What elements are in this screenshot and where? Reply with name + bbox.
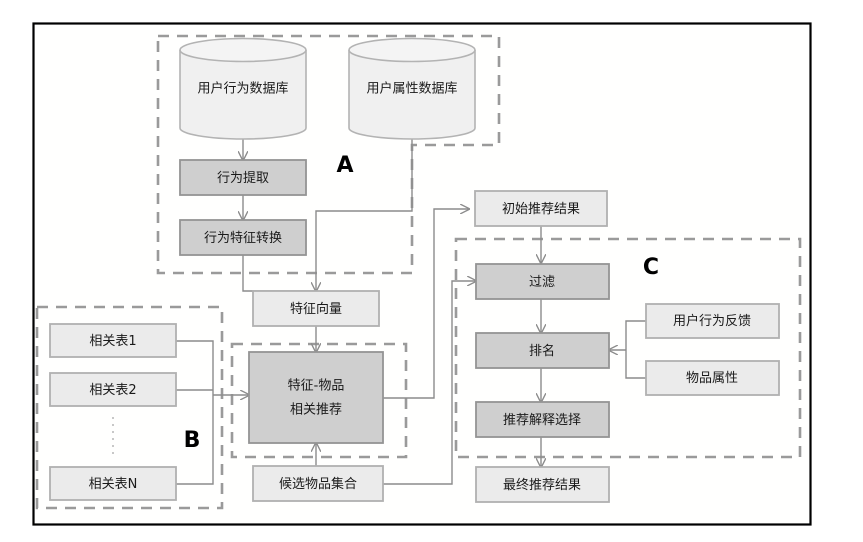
node-label-filter: 过滤: [529, 275, 555, 290]
node-label-recommender-line1: 特征-物品: [288, 379, 345, 394]
node-relation-table-2[interactable]: 相关表2: [49, 372, 177, 407]
node-explain-select[interactable]: 推荐解释选择: [475, 401, 610, 438]
edge-recommender-to-initialresult: [383, 209, 469, 399]
node-final-result[interactable]: 最终推荐结果: [475, 466, 610, 503]
node-item-attributes[interactable]: 物品属性: [645, 360, 780, 396]
edge-profiledb-to-featurevector: [316, 139, 413, 291]
group-box-b: [35, 305, 224, 510]
node-label-ranking: 排名: [529, 343, 555, 359]
edge-relationtable1-to-bus: [176, 340, 214, 395]
node-label-feature-vector: 特征向量: [290, 301, 342, 317]
connectors: [176, 139, 646, 485]
group-box-c: [454, 237, 802, 459]
node-label-user-behavior-db: 用户行为数据库: [197, 81, 288, 97]
node-label-recommender-line2: 相关推荐: [290, 403, 342, 418]
node-user-behavior-db[interactable]: 用户行为数据库: [179, 37, 307, 140]
edge-itemattrs-to-ranking-bus: [625, 350, 646, 379]
node-label-behavior-transform: 行为特征转换: [204, 231, 282, 246]
node-feature-vector[interactable]: 特征向量: [252, 290, 380, 327]
node-behavior-extract[interactable]: 行为提取: [179, 159, 307, 196]
node-candidate-items[interactable]: 候选物品集合: [252, 465, 384, 502]
node-relation-table-n[interactable]: 相关表N: [49, 466, 177, 501]
node-label-explain-select: 推荐解释选择: [503, 413, 581, 428]
edge-candidates-to-filter: [383, 281, 476, 485]
node-label-final-result: 最终推荐结果: [503, 477, 581, 493]
group-label-b: B: [184, 428, 201, 453]
node-label-relation-table-n: 相关表N: [89, 477, 138, 492]
node-label-behavior-extract: 行为提取: [217, 170, 269, 186]
node-user-feedback[interactable]: 用户行为反馈: [645, 303, 780, 339]
node-label-relation-table-2: 相关表2: [89, 383, 136, 398]
node-label-relation-table-1: 相关表1: [89, 334, 136, 349]
node-label-item-attributes: 物品属性: [686, 371, 738, 386]
node-label-user-feedback: 用户行为反馈: [673, 313, 751, 329]
node-ranking[interactable]: 排名: [475, 332, 610, 369]
edge-feedback-to-ranking-bus: [625, 320, 646, 350]
group-label-c: C: [643, 255, 659, 280]
edge-relationtablen-to-bus: [176, 395, 214, 485]
node-feature-item-recommender[interactable]: 特征-物品 相关推荐: [248, 351, 384, 444]
node-label-initial-result: 初始推荐结果: [502, 202, 580, 217]
node-label-user-profile-db: 用户属性数据库: [366, 81, 457, 97]
node-user-profile-db[interactable]: 用户属性数据库: [348, 37, 476, 140]
group-label-a: A: [336, 153, 353, 178]
node-initial-result[interactable]: 初始推荐结果: [474, 190, 608, 227]
node-filter[interactable]: 过滤: [475, 263, 610, 300]
node-label-candidate-items: 候选物品集合: [279, 476, 357, 492]
node-relation-table-1[interactable]: 相关表1: [49, 323, 177, 358]
node-behavior-transform[interactable]: 行为特征转换: [179, 219, 307, 256]
